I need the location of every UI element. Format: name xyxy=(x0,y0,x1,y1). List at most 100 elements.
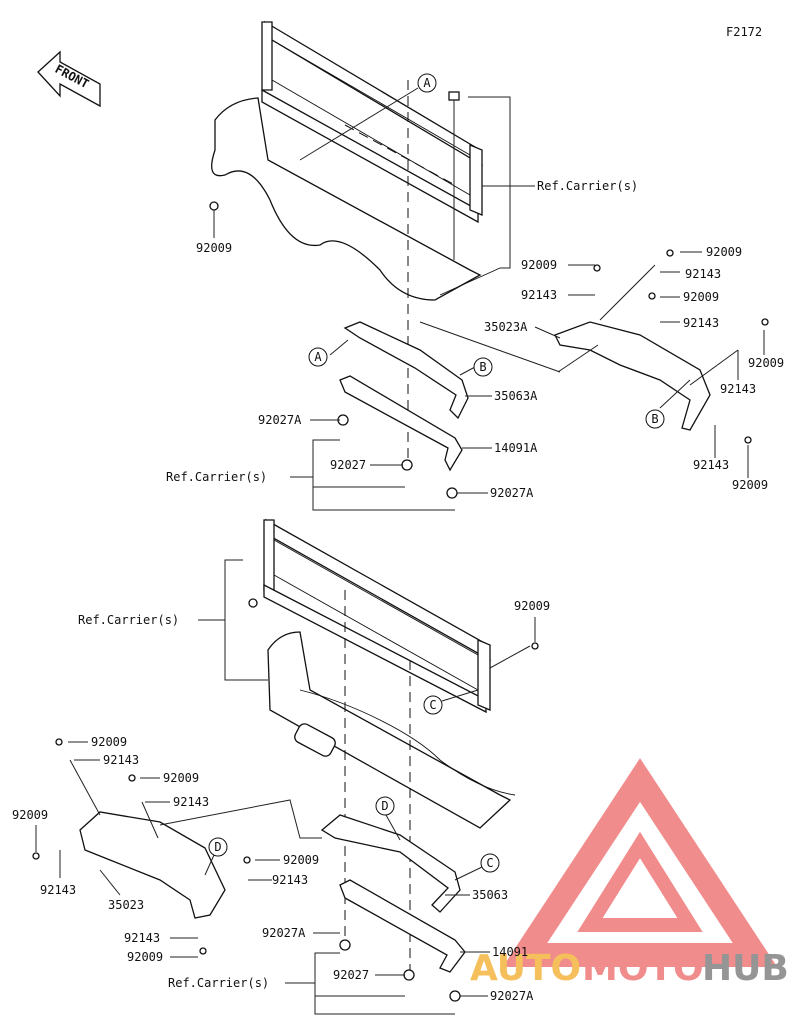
bottom-carrier-panel xyxy=(32,518,539,1015)
bottom-tailgate-inner-line-2 xyxy=(273,574,479,691)
callout-circle-b-mid xyxy=(473,357,493,377)
bottom-bed-panel xyxy=(267,631,512,829)
part-number-label: 92027A xyxy=(490,989,534,1003)
part-number-label: 92143 xyxy=(124,931,160,945)
part-number-label: 92009 xyxy=(706,245,742,259)
leader-ref-carrier-top xyxy=(468,96,511,269)
leader-92143-fender-b-2 xyxy=(141,801,159,839)
part-number-label: 92009 xyxy=(748,356,784,370)
callout-circle-d-fender xyxy=(208,837,228,857)
part-number-label: 92143 xyxy=(685,267,721,281)
bolt-92009-fender-a xyxy=(593,264,601,272)
leader-bolt-bottom-right xyxy=(489,645,531,669)
part-number-label: 92143 xyxy=(103,753,139,767)
leader-a-bracket xyxy=(419,321,561,373)
top-carrier-panel xyxy=(209,20,769,511)
bracket-35063 xyxy=(320,814,461,913)
bolt-92009-bottom-left xyxy=(248,598,258,608)
part-number-label: 92027A xyxy=(262,926,306,940)
fender-35023 xyxy=(79,811,226,919)
callout-circle-a-top xyxy=(417,73,437,93)
callout-letter-d: D xyxy=(381,799,388,813)
watermark-word-hub: HUB xyxy=(702,948,789,989)
bolt-92009-fender-bottom-e xyxy=(199,947,207,955)
bolt-92009-bottom-right xyxy=(531,642,539,650)
callout-letter-a: A xyxy=(423,76,431,90)
part-number-label: 92143 xyxy=(173,795,209,809)
leader-b-mid xyxy=(459,366,476,376)
part-number-label: 92009 xyxy=(127,950,163,964)
leader-35023A xyxy=(534,326,561,339)
callout-circle-a-mid xyxy=(308,347,328,367)
leader-c-bracket xyxy=(454,866,483,881)
callout-letter-d: D xyxy=(214,840,221,854)
part-number-label: 14091A xyxy=(494,441,538,455)
callout-letter-b: B xyxy=(651,412,658,426)
bolt-92009-fender-bottom-c xyxy=(32,852,40,860)
leader-ref-carrier-mid xyxy=(312,439,455,511)
part-number-label: Ref.Carrier(s) xyxy=(537,179,638,193)
part-number-label: Ref.Carrier(s) xyxy=(168,976,269,990)
nut-92027-top xyxy=(401,459,413,471)
leader-ref-carrier-bottom-3 xyxy=(314,952,455,1015)
nut-92027A-bottom-right xyxy=(449,990,461,1002)
part-number-label: 92009 xyxy=(196,241,232,255)
callout-letter-b: B xyxy=(479,360,486,374)
part-number-label: 92009 xyxy=(683,290,719,304)
top-tailgate-post-left xyxy=(261,21,273,91)
top-tailgate-bottom xyxy=(261,88,479,224)
part-number-label: 92143 xyxy=(272,873,308,887)
part-number-label: 92027A xyxy=(490,486,534,500)
bottom-tailgate-post-right xyxy=(477,639,491,711)
leader-a-top xyxy=(299,87,419,161)
callout-letter-a: A xyxy=(314,350,322,364)
part-number-label: 35023 xyxy=(108,898,144,912)
part-number-label: 92009 xyxy=(521,258,557,272)
part-number-label: 35063A xyxy=(494,389,538,403)
watermark-word-auto: AUTO xyxy=(470,948,581,989)
bolt-92009-top-left xyxy=(209,201,219,211)
leader-92143-fender-a-2 xyxy=(69,759,101,816)
figure-code: F2172 xyxy=(726,25,762,39)
bottom-tailgate-post-left xyxy=(263,519,275,591)
callout-letter-c: C xyxy=(429,698,436,712)
part-number-label: 92009 xyxy=(91,735,127,749)
part-number-label: 92143 xyxy=(40,883,76,897)
guard-14091A xyxy=(339,375,463,472)
part-number-label: 92009 xyxy=(12,808,48,822)
callout-circle-d-bracket xyxy=(375,796,395,816)
leader-d-fender xyxy=(204,854,215,876)
leader-fender-bracket-link xyxy=(159,799,322,839)
top-bed-edge xyxy=(267,159,471,271)
bottom-bed-step xyxy=(294,723,336,757)
part-number-label: 92143 xyxy=(693,458,729,472)
bottom-tailgate-bottom xyxy=(263,583,487,714)
leader-fender-bolt xyxy=(599,264,656,321)
bracket-35063A xyxy=(343,321,469,420)
leader-b-fender xyxy=(659,379,691,409)
part-number-label: 14091 xyxy=(492,945,528,959)
front-direction-arrow: FRONT xyxy=(37,50,101,108)
leader-bracket-link xyxy=(557,344,599,373)
top-dashed-guide xyxy=(344,124,456,186)
part-number-label: 92143 xyxy=(683,316,719,330)
watermark-word-moto: MOTO xyxy=(582,948,704,989)
bottom-bed-break-line xyxy=(299,689,516,796)
watermark-inner-shape xyxy=(577,831,703,932)
bolt-92009-fender-c xyxy=(648,292,656,300)
callout-letter-c: C xyxy=(486,856,493,870)
watermark-triangle xyxy=(502,758,778,967)
part-number-label: 92027A xyxy=(258,413,302,427)
bolt-92009-fender-b xyxy=(666,249,674,257)
bolt-92009-fender-d xyxy=(761,318,769,326)
part-number-label: 92009 xyxy=(732,478,768,492)
nut-92027A-bottom xyxy=(339,939,351,951)
part-number-label: 92143 xyxy=(720,382,756,396)
watermark-logo: AUTO MOTO HUB xyxy=(470,758,789,989)
part-number-label: 92027 xyxy=(330,458,366,472)
top-tailgate-inner-line-2 xyxy=(271,79,471,196)
top-tailgate-inner-line xyxy=(271,39,471,156)
